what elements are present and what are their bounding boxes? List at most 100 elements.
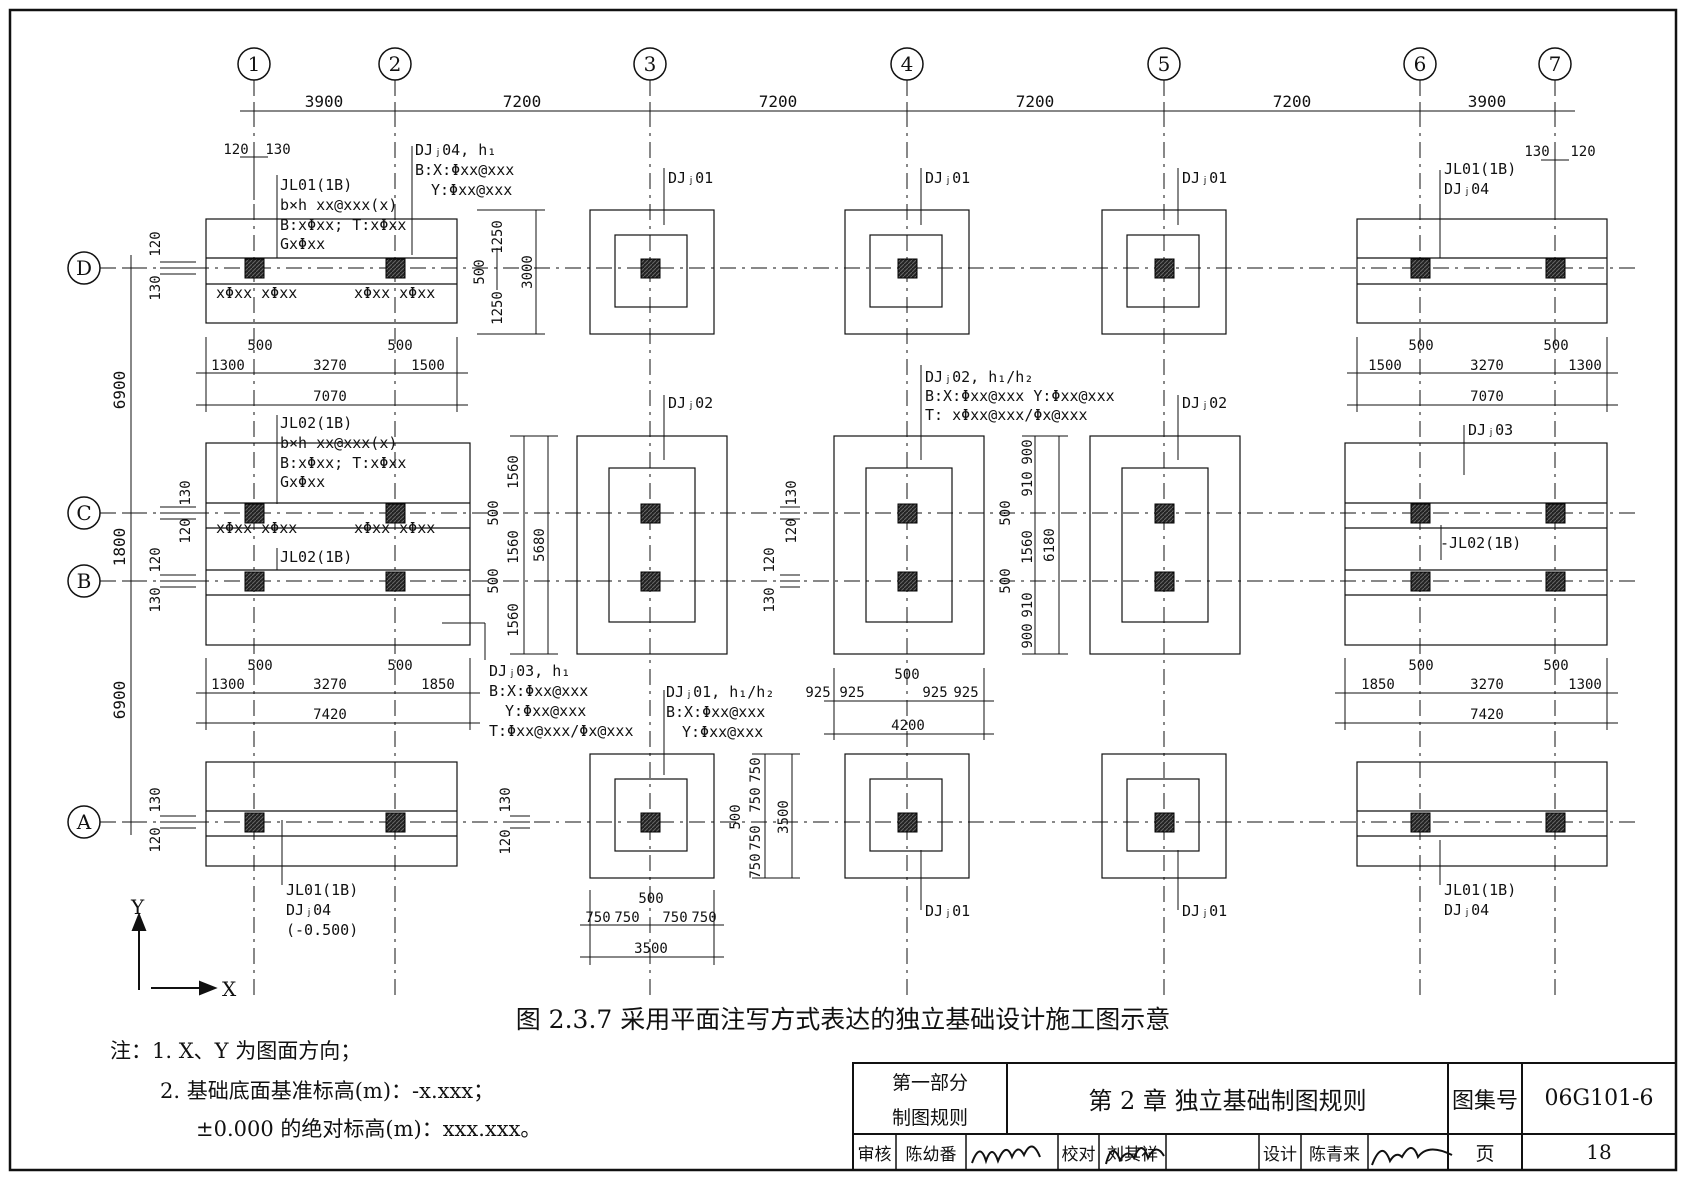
dim-3000: 3000: [520, 255, 536, 289]
label-dj02-3: DJⱼ02: [668, 394, 713, 412]
dim-750-a1: 750: [748, 757, 764, 782]
dim-500-rd2: 500: [1543, 338, 1568, 354]
top-dimension-line: [240, 103, 1575, 119]
dim-top-6: 3900: [1468, 92, 1507, 111]
label-dj01-a5: DJⱼ01: [1182, 902, 1227, 920]
label-dj04-r: DJⱼ04: [1444, 180, 1489, 198]
dim-900-1: 900: [1020, 439, 1036, 464]
tb-part-sub: 制图规则: [891, 1107, 968, 1129]
axis-label-x: X: [222, 977, 237, 1001]
dim-left-3: 6900: [110, 681, 129, 720]
dim-130-b: 130: [148, 587, 164, 612]
axis-bubble-1: 1: [248, 52, 261, 76]
dim-1300-rd: 1300: [1568, 358, 1602, 374]
dim-500-dj02: 500: [894, 667, 919, 683]
dim-1560-l1: 1560: [506, 455, 522, 489]
dim-910-1: 910: [1020, 471, 1036, 496]
label-dj02-b: B:X:Φxx@xxx Y:Φxx@xxx: [925, 387, 1115, 405]
axis-grid: [100, 80, 1640, 1000]
foundation-outlines: [205, 209, 1608, 879]
dim-120-b2: 120: [762, 547, 778, 572]
dim-130-d: 130: [148, 275, 164, 300]
label-jl-g-d: GxΦxx: [280, 235, 325, 253]
label-dj01-d5: DJⱼ01: [1182, 169, 1227, 187]
dim-120-a2: 120: [498, 829, 514, 854]
note-3: ±0.000 的绝对标高(m)：xxx.xxx。: [196, 1117, 542, 1141]
label-dj03-r: DJⱼ03: [1468, 421, 1513, 439]
dim-120-7: 120: [1570, 144, 1595, 160]
label-dj04-ar: DJⱼ04: [1444, 901, 1489, 919]
dim-120-c: 120: [178, 518, 194, 543]
dim-3270-c: 3270: [313, 677, 347, 693]
leader-lines: [276, 146, 1465, 910]
label-dj03-bx: B:X:Φxx@xxx: [489, 682, 588, 700]
signatures: [971, 1145, 1453, 1166]
axis-label-y: Y: [130, 895, 145, 919]
dim-500-b: 500: [638, 891, 663, 907]
axis-bubble-a: A: [76, 810, 92, 834]
dim-130-7: 130: [1524, 144, 1549, 160]
label-bar-d-l: xΦxx xΦxx: [216, 284, 297, 302]
label-jl-bh-d: b×h xx@xxx(x): [280, 196, 397, 214]
dim-130-a2: 130: [498, 787, 514, 812]
dim-1560-m: 1560: [1020, 530, 1036, 564]
dim-120-d: 120: [148, 231, 164, 256]
label-dj02-h: DJⱼ02, h₁/h₂: [925, 368, 1033, 386]
tb-checker: 刘其祥: [1107, 1144, 1158, 1165]
dim-1850-rc: 1850: [1361, 677, 1395, 693]
tb-check-label: 校对: [1061, 1144, 1096, 1165]
dim-500-dj01: 500: [472, 259, 488, 284]
row-axis-bubbles: [67, 251, 101, 839]
dim-925-2: 925: [839, 685, 864, 701]
left-dimension-line: [123, 255, 139, 835]
dim-1560-l2: 1560: [506, 530, 522, 564]
label-jl-bt-c: B:xΦxx; T:xΦxx: [280, 454, 406, 472]
figure-title: 图 2.3.7 采用平面注写方式表达的独立基础设计施工图示意: [515, 1005, 1171, 1034]
dim-1300-rc: 1300: [1568, 677, 1602, 693]
label-bar-c-r: xΦxx xΦxx: [354, 519, 435, 537]
tb-review-label: 审核: [857, 1144, 892, 1165]
label-jl02-c: JL02(1B): [280, 414, 352, 432]
dim-130-1: 130: [265, 142, 290, 158]
dim-925-3: 925: [922, 685, 947, 701]
axis-bubble-b: B: [77, 569, 92, 593]
dim-500-l1: 500: [486, 500, 502, 525]
label-dj01-h: DJⱼ01, h₁/h₂: [666, 683, 774, 701]
label-dj01-a4: DJⱼ01: [925, 902, 970, 920]
dim-7070-r: 7070: [1470, 389, 1504, 405]
tb-chapter: 第 2 章 独立基础制图规则: [1088, 1087, 1367, 1115]
tb-page-no: 18: [1586, 1140, 1612, 1164]
dim-left-1: 6900: [110, 371, 129, 410]
dim-1300-c: 1300: [211, 677, 245, 693]
dim-500-c1: 500: [247, 658, 272, 674]
dim-130-c: 130: [178, 480, 194, 505]
dim-120-b: 120: [148, 547, 164, 572]
label-dj04-h: DJⱼ04, h₁: [415, 141, 496, 159]
dim-left-2: 1800: [110, 528, 129, 567]
axis-bubble-7: 7: [1549, 52, 1562, 76]
dim-120-1: 120: [223, 142, 248, 158]
label-jl02-r: -JL02(1B): [1440, 534, 1521, 552]
label-jl-g-c: GxΦxx: [280, 473, 325, 491]
axis-bubble-4: 4: [901, 52, 914, 76]
dim-500-m2: 500: [998, 568, 1014, 593]
label-jl01-ar: JL01(1B): [1444, 881, 1516, 899]
foundation-dimension-lines: [196, 209, 1618, 965]
label-jl02-b: JL02(1B): [280, 548, 352, 566]
tb-designer: 陈青来: [1309, 1144, 1360, 1165]
dim-7420-r: 7420: [1470, 707, 1504, 723]
title-block-frame: [852, 1062, 1677, 1171]
xy-direction-indicator: [131, 912, 218, 996]
label-dj01-d4: DJⱼ01: [925, 169, 970, 187]
dim-925-4: 925: [953, 685, 978, 701]
note-1: 注：1. X、Y 为图面方向；: [110, 1039, 362, 1063]
dim-500-rd1: 500: [1408, 338, 1433, 354]
dim-3500-b: 3500: [634, 941, 668, 957]
tb-design-label: 设计: [1263, 1144, 1297, 1165]
dim-500-c2: 500: [387, 658, 412, 674]
dim-750-a2: 750: [748, 787, 764, 812]
label-dj03-h: DJⱼ03, h₁: [489, 662, 570, 680]
dim-3270-rd: 3270: [1470, 358, 1504, 374]
dim-3500-a: 3500: [776, 800, 792, 834]
